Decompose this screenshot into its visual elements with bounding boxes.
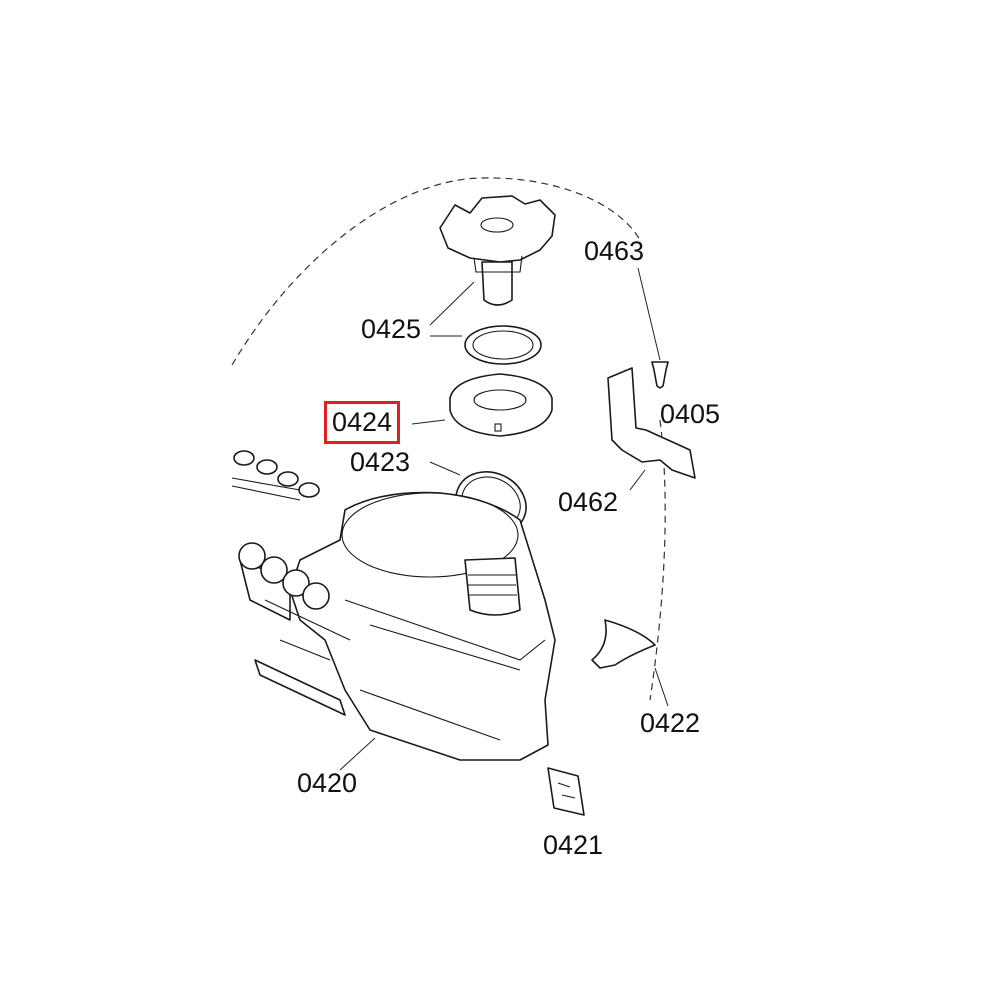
callout-0423: 0423 xyxy=(350,447,411,477)
leader-0463 xyxy=(637,267,661,361)
bracket-0462 xyxy=(607,367,696,479)
callout-0405: 0405 xyxy=(660,399,721,429)
leader-0425 xyxy=(429,281,475,337)
callout-0420: 0420 xyxy=(297,768,358,798)
callout-0421: 0421 xyxy=(543,830,604,860)
cap-knob-0425 xyxy=(439,195,556,306)
callout-0462: 0462 xyxy=(558,487,619,517)
screw-0405 xyxy=(651,361,669,389)
small-o-rings xyxy=(231,450,320,501)
leader-0420 xyxy=(339,737,376,771)
callout-0425: 0425 xyxy=(361,314,422,344)
leader-0422 xyxy=(654,667,669,707)
callout-0424-highlighted: 0424 xyxy=(323,401,401,444)
housing-dashed-outline xyxy=(231,177,666,701)
ring-nut-0424 xyxy=(449,373,553,437)
washer-0425 xyxy=(464,325,542,365)
leader-0462 xyxy=(629,469,646,491)
plate-0421 xyxy=(547,767,585,816)
container-body-0420 xyxy=(238,491,556,761)
leader-0423 xyxy=(429,461,461,476)
callout-0422: 0422 xyxy=(640,708,701,738)
callout-0463: 0463 xyxy=(584,236,645,266)
leader-0424 xyxy=(411,419,446,425)
clip-0422 xyxy=(591,619,656,669)
